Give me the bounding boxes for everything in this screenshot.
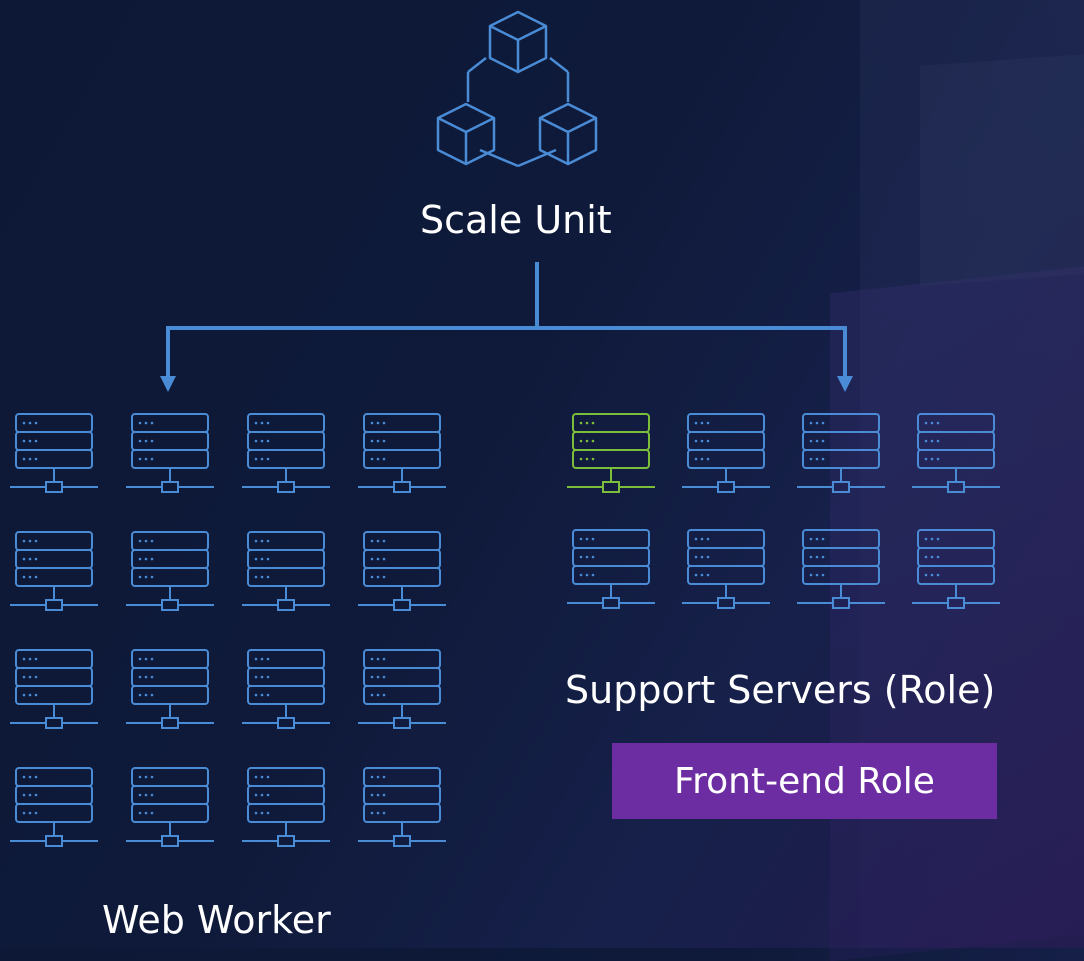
server-icon xyxy=(681,529,771,609)
server-icon xyxy=(911,529,1001,609)
server-icon xyxy=(357,531,447,611)
server-icon xyxy=(9,767,99,847)
front-end-role-label: Front-end Role xyxy=(674,760,935,802)
server-icon xyxy=(566,529,656,609)
server-icon xyxy=(9,649,99,729)
support-servers-label: Support Servers (Role) xyxy=(565,668,996,712)
support-servers xyxy=(566,413,1001,609)
server-icon xyxy=(357,413,447,493)
server-icon xyxy=(9,531,99,611)
server-icon xyxy=(357,767,447,847)
web-worker-servers xyxy=(9,413,447,847)
server-icon xyxy=(125,531,215,611)
server-icon xyxy=(125,413,215,493)
cubes-icon xyxy=(436,10,598,168)
server-icon xyxy=(796,529,886,609)
arrow-down-icon xyxy=(160,376,176,392)
server-icon xyxy=(125,649,215,729)
server-icon xyxy=(796,413,886,493)
server-icon xyxy=(357,649,447,729)
connector-lines xyxy=(166,262,847,378)
server-icon xyxy=(241,767,331,847)
server-icon xyxy=(681,413,771,493)
arrow-down-icon xyxy=(837,376,853,392)
server-icon xyxy=(125,767,215,847)
server-icon xyxy=(911,413,1001,493)
scale-unit-label: Scale Unit xyxy=(420,198,612,242)
server-icon xyxy=(241,649,331,729)
web-worker-label: Web Worker xyxy=(102,898,331,942)
server-icon-highlighted xyxy=(566,413,656,493)
front-end-role-badge: Front-end Role xyxy=(612,743,997,819)
server-icon xyxy=(241,413,331,493)
server-icon xyxy=(241,531,331,611)
server-icon xyxy=(9,413,99,493)
